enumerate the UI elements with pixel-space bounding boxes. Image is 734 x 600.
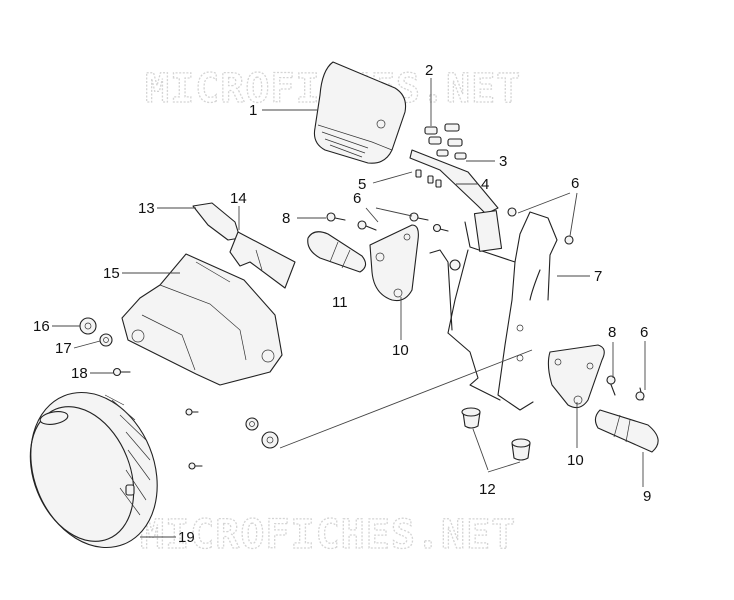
part-clip: [192, 202, 241, 241]
callout-8-right: 8: [608, 324, 616, 341]
callout-6-top-right: 6: [571, 175, 579, 192]
callout-10-left: 10: [392, 342, 409, 359]
part-turn-signal-left: [307, 231, 367, 273]
callout-7: 7: [594, 268, 602, 285]
part-headlight: [29, 391, 158, 549]
part-side-plate-left: [369, 224, 419, 302]
callout-numbers: 1 2 3 4 5 6 6 6 7 8 8 9 10 10 11 12 13 1…: [33, 62, 651, 546]
callout-17: 17: [55, 340, 72, 357]
callout-19: 19: [178, 529, 195, 546]
callout-14: 14: [230, 190, 247, 207]
part-nut: [79, 317, 97, 335]
callout-6-middle: 6: [353, 190, 361, 207]
callout-13: 13: [138, 200, 155, 217]
callout-4: 4: [481, 176, 489, 193]
callout-11: 11: [332, 294, 348, 311]
callout-3: 3: [499, 153, 507, 170]
part-side-plate-right: [547, 344, 605, 409]
part-cable-guide: [229, 231, 296, 289]
callout-9: 9: [643, 488, 651, 505]
part-grommets: [424, 123, 467, 160]
part-turn-signal-right: [594, 409, 659, 453]
part-mounting-plate: [409, 149, 499, 215]
callout-18: 18: [71, 365, 88, 382]
part-washers-lower: [245, 417, 279, 449]
part-housing-bracket: [121, 253, 283, 386]
callout-16: 16: [33, 318, 50, 335]
callout-15: 15: [103, 265, 120, 282]
callout-2: 2: [425, 62, 433, 79]
watermark-bottom: MICROFICHES.NET: [140, 512, 516, 558]
part-screws: [112, 207, 645, 470]
callout-8-left: 8: [282, 210, 290, 227]
callout-6-right: 6: [640, 324, 648, 341]
callout-5: 5: [358, 176, 366, 193]
part-headlight-bracket: [429, 210, 558, 411]
part-instrument-cover: [313, 61, 407, 164]
callout-1: 1: [249, 102, 257, 119]
part-rubber-bushes: [461, 407, 531, 461]
leader-lines: [52, 78, 646, 538]
callout-12: 12: [479, 481, 496, 498]
part-washer: [99, 333, 113, 347]
callout-10-right: 10: [567, 452, 584, 469]
